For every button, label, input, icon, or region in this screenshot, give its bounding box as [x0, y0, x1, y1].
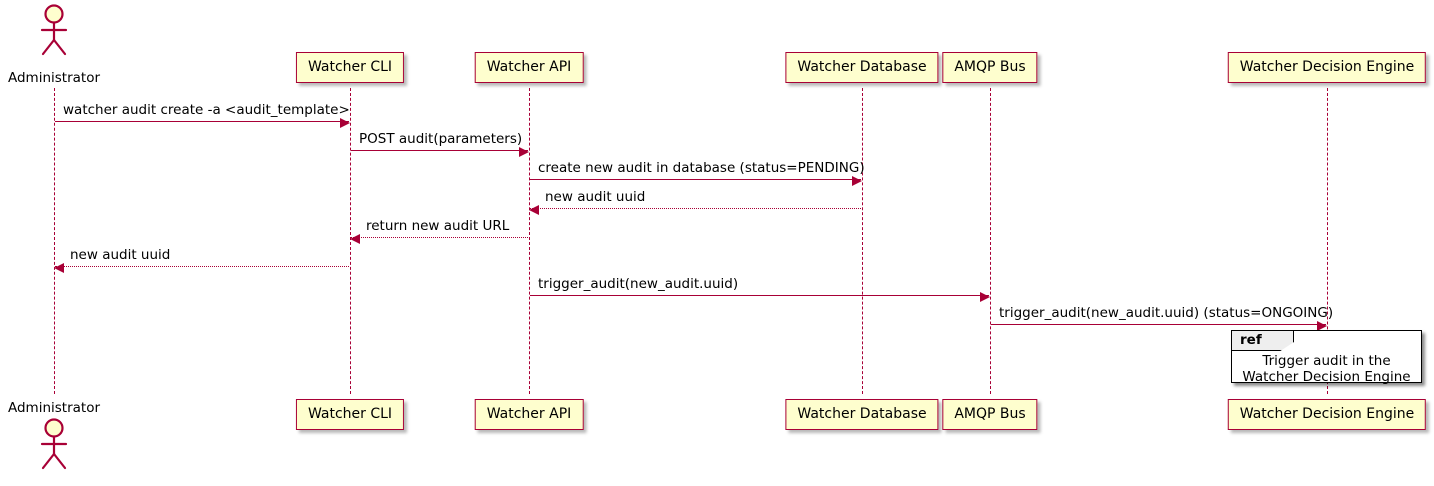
- message-label-watcher-audit-create: watcher audit create -a <audit_template>: [63, 102, 350, 118]
- message-label-new-audit-uuid-db: new audit uuid: [545, 189, 646, 205]
- arrowhead-left-icon: [529, 204, 539, 215]
- ref-fragment-tab: [1232, 331, 1294, 351]
- message-arrow-new-audit-uuid-db: [529, 204, 861, 215]
- actor-icon-top: [32, 4, 76, 56]
- message-label-new-audit-uuid-cli: new audit uuid: [70, 247, 171, 263]
- message-label-trigger-audit-ongoing: trigger_audit(new_audit.uuid) (status=ON…: [999, 305, 1334, 321]
- message-label-create-new-audit: create new audit in database (status=PEN…: [538, 160, 865, 176]
- participant-watcher-api-top[interactable]: Watcher API: [474, 52, 584, 83]
- message-arrow-trigger-audit-ongoing: [991, 320, 1327, 331]
- arrowhead-right-icon: [1317, 320, 1327, 331]
- participant-watcher-decision-engine-top[interactable]: Watcher Decision Engine: [1227, 52, 1427, 83]
- message-arrow-new-audit-uuid-cli: [54, 262, 349, 273]
- ref-fragment-line-1: Trigger audit in the: [1262, 353, 1391, 369]
- lifeline-watcher-api: [529, 88, 530, 394]
- ref-fragment-tab-label: ref: [1240, 332, 1262, 348]
- message-arrow-return-new-audit-url: [350, 233, 528, 244]
- arrowhead-left-icon: [350, 233, 360, 244]
- participant-amqp-bus-top[interactable]: AMQP Bus: [942, 52, 1038, 83]
- ref-fragment-body: Trigger audit in the Watcher Decision En…: [1232, 353, 1421, 386]
- actor-label-bottom: Administrator: [7, 400, 101, 416]
- participant-watcher-cli-top[interactable]: Watcher CLI: [295, 52, 405, 83]
- actor-label-top: Administrator: [7, 70, 101, 86]
- message-arrow-create-new-audit: [530, 175, 862, 186]
- actor-icon-bottom: [32, 418, 76, 470]
- message-label-return-new-audit-url: return new audit URL: [366, 218, 510, 234]
- lifeline-watcher-database: [862, 88, 863, 394]
- arrowhead-right-icon: [519, 146, 529, 157]
- ref-fragment-line-2: Watcher Decision Engine: [1242, 369, 1411, 386]
- participant-amqp-bus-bottom[interactable]: AMQP Bus: [942, 399, 1038, 430]
- arrowhead-right-icon: [852, 175, 862, 186]
- message-label-post-audit: POST audit(parameters): [359, 131, 523, 147]
- lifeline-administrator: [54, 88, 55, 394]
- participant-watcher-cli-bottom[interactable]: Watcher CLI: [295, 399, 405, 430]
- arrowhead-right-icon: [340, 117, 350, 128]
- message-arrow-watcher-audit-create: [55, 117, 350, 128]
- participant-watcher-api-bottom[interactable]: Watcher API: [474, 399, 584, 430]
- participant-watcher-decision-engine-bottom[interactable]: Watcher Decision Engine: [1227, 399, 1427, 430]
- message-arrow-trigger-audit: [530, 291, 990, 302]
- ref-fragment: ref Trigger audit in the Watcher Decisio…: [1231, 330, 1422, 386]
- message-arrow-post-audit: [351, 146, 529, 157]
- message-label-trigger-audit: trigger_audit(new_audit.uuid): [538, 276, 739, 292]
- lifeline-amqp-bus: [990, 88, 991, 394]
- arrowhead-right-icon: [980, 291, 990, 302]
- arrowhead-left-icon: [54, 262, 64, 273]
- participant-watcher-database-top[interactable]: Watcher Database: [785, 52, 939, 83]
- lifeline-watcher-decision-engine: [1327, 88, 1328, 394]
- participant-watcher-database-bottom[interactable]: Watcher Database: [785, 399, 939, 430]
